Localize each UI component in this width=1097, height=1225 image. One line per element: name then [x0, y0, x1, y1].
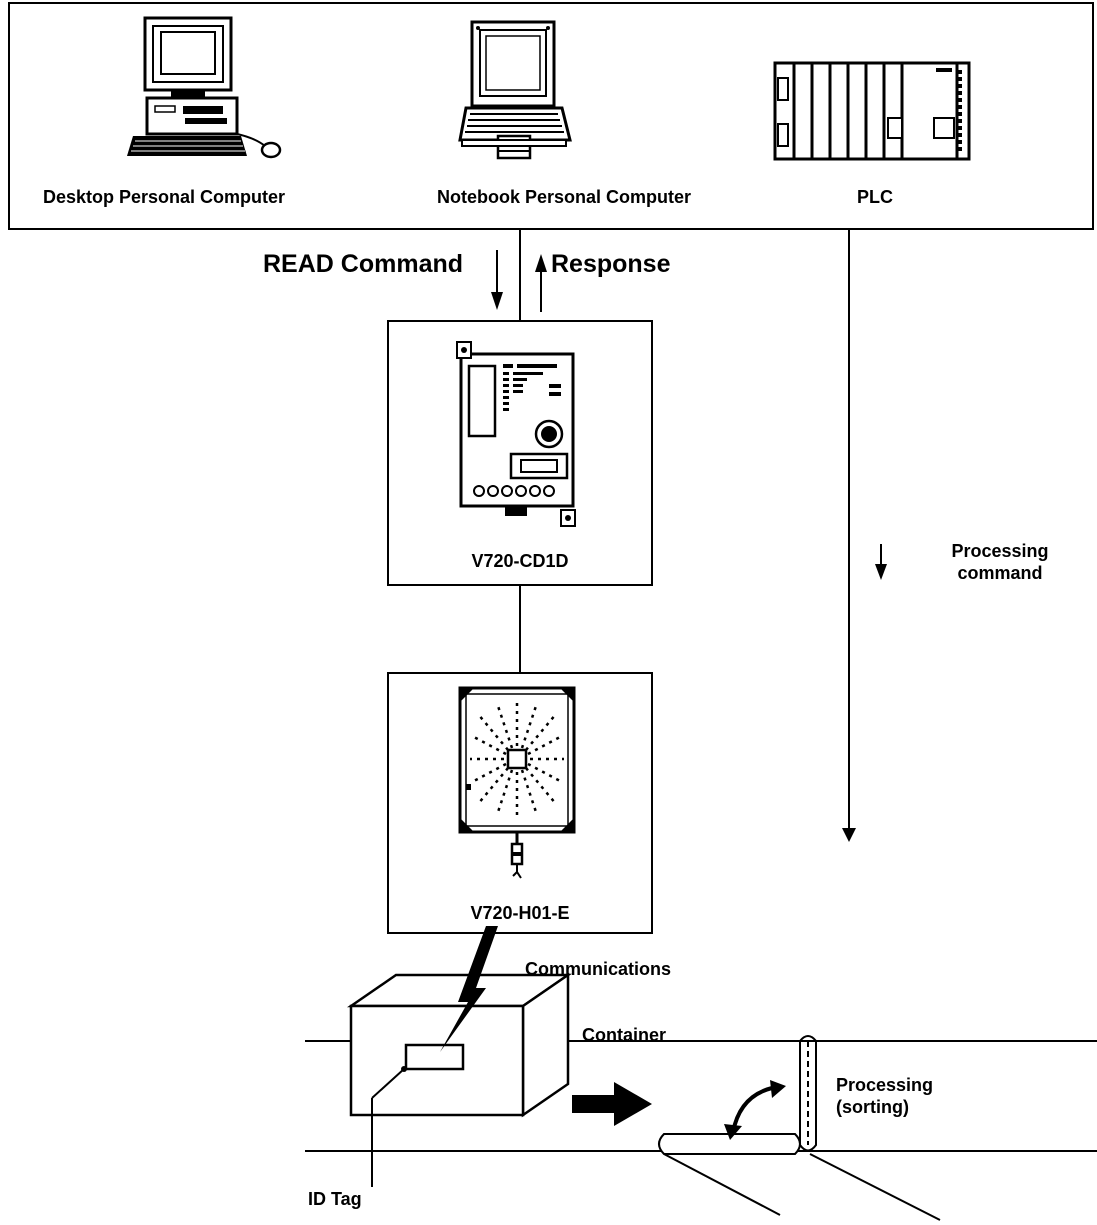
desktop-computer-icon	[127, 16, 282, 159]
response-label: Response	[551, 250, 671, 278]
antenna-unit-icon	[458, 686, 576, 879]
desktop-computer-label: Desktop Personal Computer	[42, 187, 286, 207]
plc-icon	[773, 61, 971, 161]
controller-label: V720-CD1D	[471, 551, 569, 571]
processing-command-label: Processing command	[951, 541, 1049, 583]
communications-label: Communications	[525, 959, 672, 979]
container-label: Container	[582, 1025, 667, 1045]
notebook-computer-label: Notebook Personal Computer	[436, 187, 692, 207]
controller-unit-icon	[456, 341, 576, 527]
id-tag-label: ID Tag	[308, 1189, 362, 1209]
notebook-computer-icon	[458, 20, 572, 160]
read-command-label: READ Command	[263, 250, 464, 278]
plc-label: PLC	[857, 187, 893, 207]
processing-sorting-label: Processing (sorting)	[836, 1075, 934, 1117]
antenna-label: V720-H01-E	[470, 903, 570, 923]
